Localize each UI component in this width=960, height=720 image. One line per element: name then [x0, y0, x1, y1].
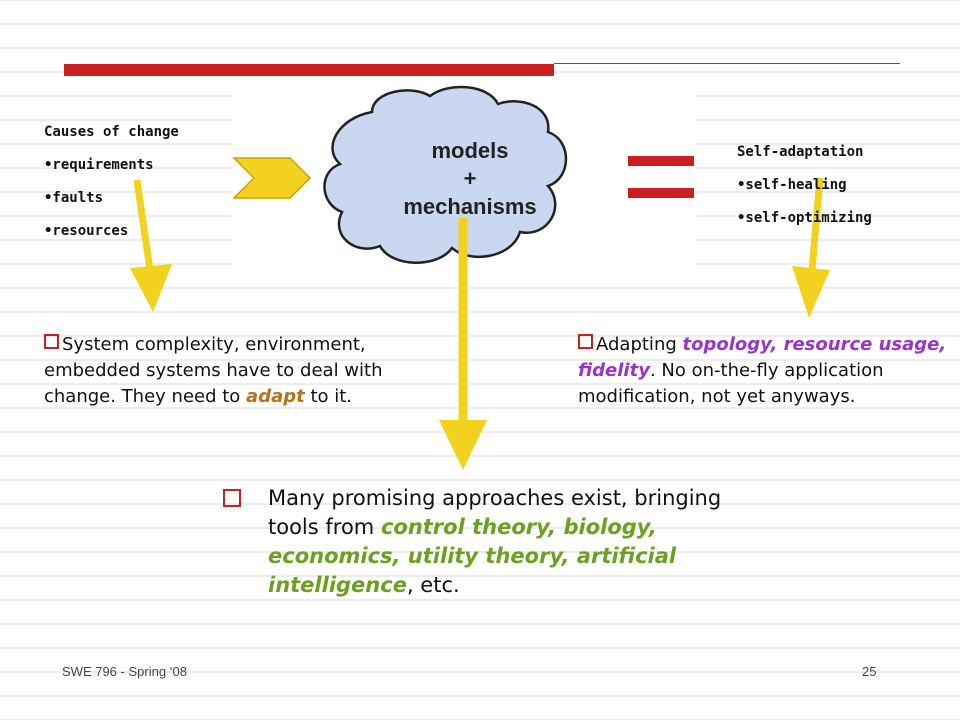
bottom-paragraph: Many promising approaches exist, bringin…: [268, 484, 738, 600]
bottom-paragraph-text: Many promising approaches exist, bringin…: [268, 486, 722, 539]
right-paragraph-text: Adapting: [596, 334, 683, 355]
cloud-shape: [323, 85, 568, 264]
square-bullet-icon: [223, 489, 241, 507]
square-bullet-icon: [578, 334, 593, 349]
left-paragraph-emphasis: adapt: [246, 386, 305, 407]
equals-bar-bottom: [628, 188, 694, 198]
left-paragraph: System complexity, environment, embedded…: [44, 332, 394, 410]
cloud-label-mechanisms: mechanisms: [403, 194, 537, 219]
self-adaptation-item-healing: •self-healing: [737, 177, 847, 193]
cloud-label-plus: +: [463, 166, 477, 191]
causes-item-faults: •faults: [44, 190, 104, 206]
self-adaptation-item-optimizing: •self-optimizing: [737, 210, 872, 226]
bottom-paragraph-emphasis: control theory, biology, economics, util…: [268, 515, 677, 597]
right-paragraph-emphasis: topology, resource usage, fidelity: [578, 334, 947, 381]
right-paragraph: Adapting topology, resource usage, fidel…: [578, 332, 948, 410]
self-adaptation-title: Self-adaptation: [737, 144, 864, 160]
self-adaptation-list: Self-adaptation •self-healing •self-opti…: [737, 136, 872, 235]
bottom-paragraph-end: , etc.: [406, 573, 460, 597]
arrow-left: [130, 179, 172, 312]
title-accent-line: [554, 63, 900, 64]
cloud-label-models: models: [431, 138, 509, 163]
arrow-center: [439, 218, 487, 470]
arrow-right: [792, 177, 830, 318]
title-accent-bar: [64, 64, 554, 76]
equals-bar-top: [628, 156, 694, 166]
left-paragraph-text: System complexity, environment, embedded…: [44, 334, 383, 407]
footer-course-label: SWE 796 - Spring ‘08: [62, 664, 188, 679]
footer-page-number: 25: [862, 664, 877, 679]
cloud-label: models + mechanisms: [380, 137, 560, 221]
causes-list: Causes of change •requirements •faults •…: [44, 116, 179, 248]
left-paragraph-end: to it.: [304, 386, 353, 407]
causes-item-requirements: •requirements: [44, 157, 154, 173]
input-chevron-arrow: [232, 157, 312, 199]
square-bullet-icon: [44, 334, 59, 349]
causes-item-resources: •resources: [44, 223, 129, 239]
right-paragraph-end: . No on-the-fly application modification…: [578, 360, 884, 407]
causes-title: Causes of change: [44, 124, 179, 140]
